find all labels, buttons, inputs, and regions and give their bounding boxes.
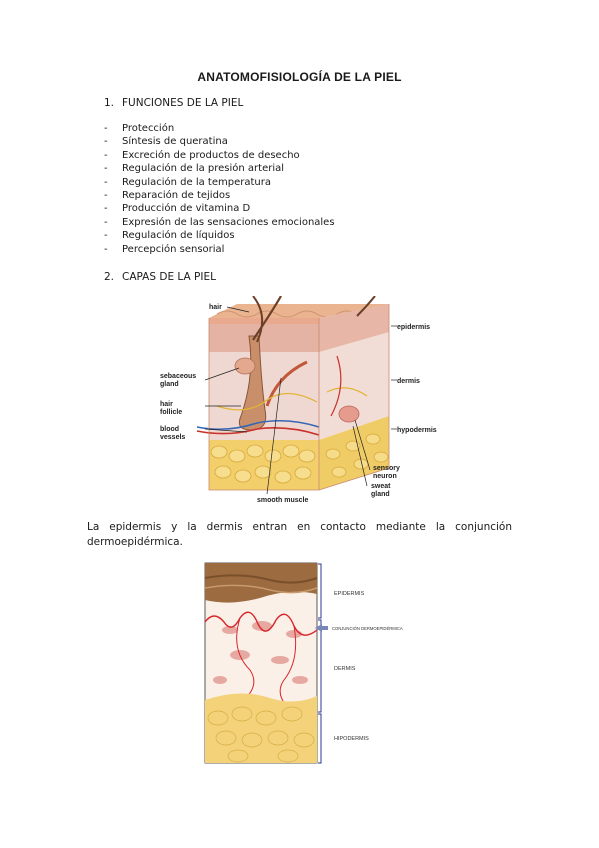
list-item: - Regulación de líquidos [104, 229, 335, 242]
list-bullet: - [104, 136, 108, 148]
list-item: - Producción de vitamina D [104, 202, 335, 215]
label-hair-follicle-1: hair [160, 401, 173, 408]
list-item-text: Reparación de tejidos [122, 189, 231, 201]
label-sensory: sensory [373, 465, 400, 472]
label-junction: CONJUNCIÓN DERMOEPIDÉRMICA [332, 626, 403, 631]
section-number: 1. [104, 97, 115, 109]
label-dermis: DERMIS [334, 666, 356, 672]
paragraph: La epidermis y la dermis entran en conta… [87, 521, 512, 548]
list-item: - Excreción de productos de desecho [104, 149, 335, 162]
label-hipodermis: HIPODERMIS [334, 736, 369, 742]
label-hair-follicle-2: follicle [160, 409, 182, 416]
list-item: - Síntesis de queratina [104, 135, 335, 148]
list-item-text: Síntesis de queratina [122, 136, 228, 148]
label-gland: gland [160, 381, 179, 388]
label-sweat: sweat [371, 483, 391, 490]
list-bullet: - [104, 243, 108, 255]
list-item: - Reparación de tejidos [104, 189, 335, 202]
list-item-text: Producción de vitamina D [122, 203, 251, 215]
section-heading-layers: 2. CAPAS DE LA PIEL [104, 271, 216, 283]
list-item-text: Protección [122, 123, 175, 134]
list-item-text: Regulación de líquidos [122, 230, 235, 242]
list-item-text: Regulación de la temperatura [122, 176, 271, 188]
label-sebaceous: sebaceous [160, 373, 196, 380]
list-item: - Protección [104, 122, 335, 135]
list-item: - Expresión de las sensaciones emocionale… [104, 216, 335, 229]
list-bullet: - [104, 163, 108, 175]
list-item: - Regulación de la temperatura [104, 176, 335, 189]
list-bullet: - [104, 149, 108, 161]
list-item: - Regulación de la presión arterial [104, 162, 335, 175]
list-item-text: Regulación de la presión arterial [122, 163, 285, 175]
section-title: FUNCIONES DE LA PIEL [122, 97, 244, 109]
label-hair: hair [209, 304, 222, 311]
section-heading-functions: 1. FUNCIONES DE LA PIEL [104, 97, 243, 109]
label-vessels: vessels [160, 434, 185, 441]
label-epidermis: epidermis [397, 324, 430, 331]
label-blood: blood [160, 426, 179, 433]
list-bullet: - [104, 123, 108, 134]
label-smooth-muscle: smooth muscle [257, 497, 308, 504]
skin-layers-figure: hair epidermis sebaceous gland dermis ha… [157, 296, 442, 511]
list-item-text: Expresión de las sensaciones emocionales [122, 216, 335, 228]
list-bullet: - [104, 189, 108, 201]
list-item-text: Percepción sensorial [122, 243, 225, 255]
list-bullet: - [104, 230, 108, 242]
list-item-text: Excreción de productos de desecho [122, 149, 300, 161]
label-neuron: neuron [373, 473, 397, 480]
label-epidermis: EPIDERMIS [334, 591, 365, 597]
label-sweat-gland: gland [371, 491, 390, 498]
section-number: 2. [104, 271, 115, 283]
list-bullet: - [104, 176, 108, 188]
list-bullet: - [104, 216, 108, 228]
list-item: - Percepción sensorial [104, 243, 335, 256]
label-dermis: dermis [397, 378, 420, 385]
list-bullet: - [104, 203, 108, 215]
page-title: ANATOMOFISIOLOGÍA DE LA PIEL [197, 70, 402, 84]
functions-list: - Protección - Síntesis de queratina - Excr… [104, 122, 335, 256]
dermoepidermal-junction-figure: EPIDERMIS CONJUNCIÓN DERMOEPIDÉRMICA DER… [204, 562, 403, 764]
label-hypodermis: hypodermis [397, 427, 437, 434]
section-title: CAPAS DE LA PIEL [122, 271, 216, 283]
